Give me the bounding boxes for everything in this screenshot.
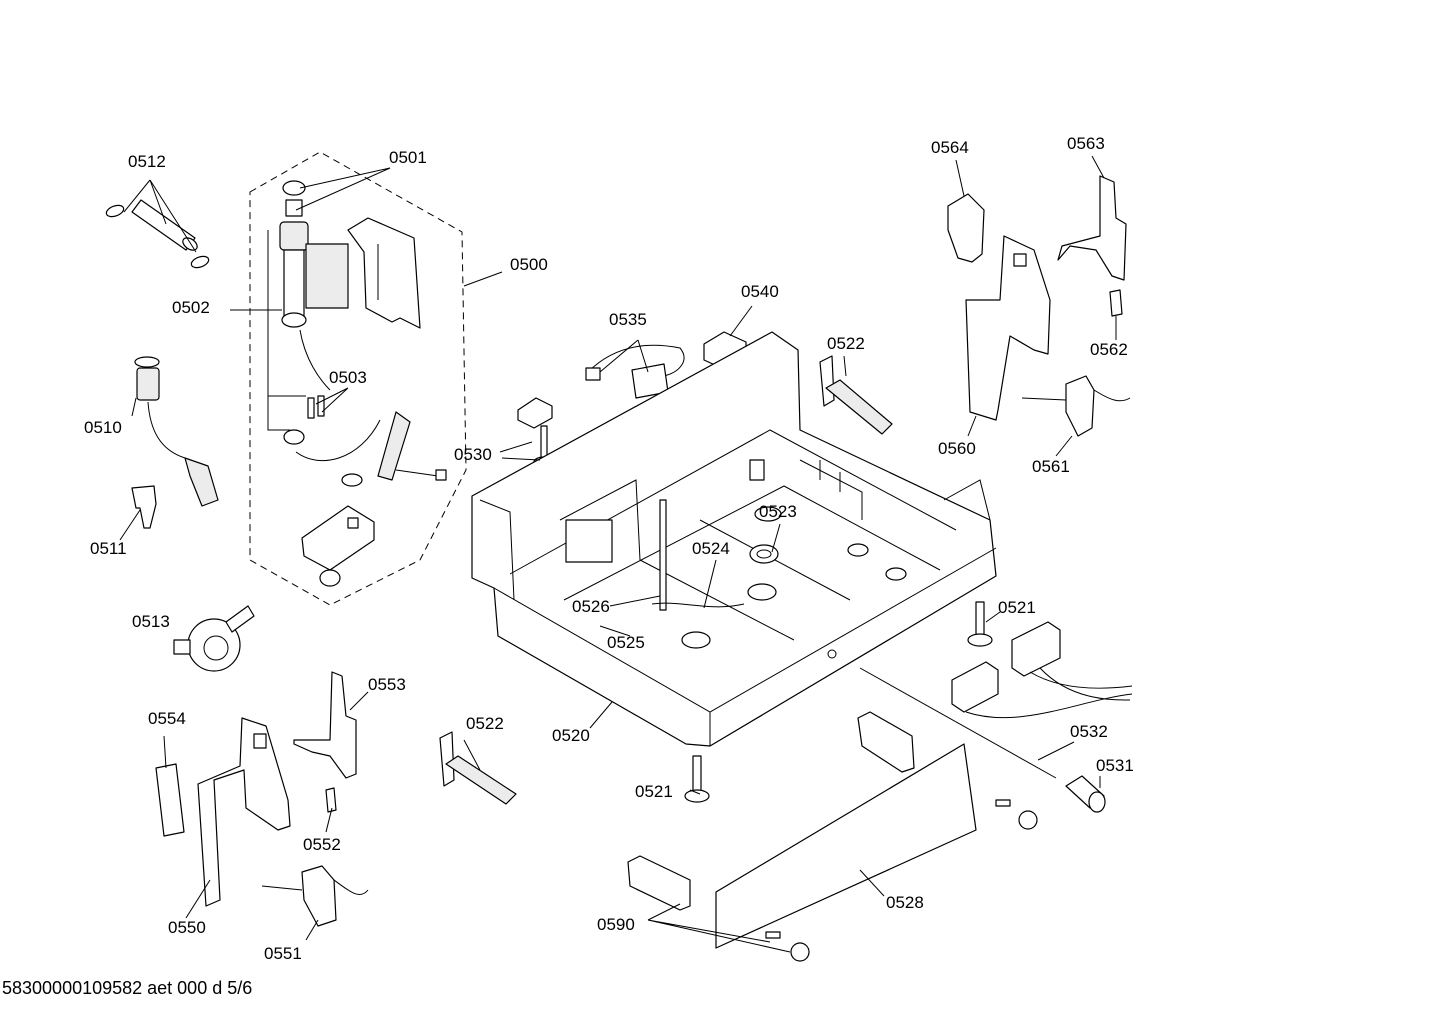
label-0561: 0561 [1032, 457, 1070, 476]
part-0521-foot-bottom [684, 755, 710, 803]
label-0522-left: 0522 [466, 714, 504, 733]
label-0513: 0513 [132, 612, 170, 631]
label-0562: 0562 [1090, 340, 1128, 359]
label-0532: 0532 [1070, 722, 1108, 741]
part-0590-screw-cap [765, 931, 810, 962]
label-0525: 0525 [607, 633, 645, 652]
label-0521-bottom: 0521 [635, 782, 673, 801]
part-0524-wire [651, 602, 745, 608]
part-0528-panel [715, 743, 977, 949]
label-0552: 0552 [303, 835, 341, 854]
part-screw-cap-right [995, 799, 1038, 830]
part-0531-knob [1065, 775, 1106, 813]
part-0590-bracket [627, 855, 691, 911]
part-cable-harness [951, 621, 1133, 719]
part-0561-switch [1021, 375, 1131, 437]
part-0564-bracket [947, 193, 985, 263]
label-0553: 0553 [368, 675, 406, 694]
part-bracket [301, 505, 375, 587]
label-0550: 0550 [168, 918, 206, 937]
part-0522-spring-left [439, 731, 517, 805]
label-0500: 0500 [510, 255, 548, 274]
part-0560-bracket [965, 235, 1051, 421]
part-nut [283, 429, 305, 445]
label-0502: 0502 [172, 298, 210, 317]
label-0501: 0501 [389, 148, 427, 167]
label-0528: 0528 [886, 893, 924, 912]
part-0521-foot-right [967, 601, 993, 647]
label-0530: 0530 [454, 445, 492, 464]
label-0526: 0526 [572, 597, 610, 616]
part-0502-valve-assembly [279, 180, 421, 391]
part-0551-switch [261, 865, 369, 927]
part-0563-bracket [1057, 175, 1127, 281]
part-0511-clip [131, 485, 157, 529]
label-0531: 0531 [1096, 756, 1134, 775]
label-0510: 0510 [84, 418, 122, 437]
label-0503: 0503 [329, 368, 367, 387]
part-panel-bracket [857, 711, 915, 773]
label-0511: 0511 [90, 539, 127, 558]
label-0564: 0564 [931, 138, 969, 157]
label-0551: 0551 [264, 944, 302, 963]
document-code: 58300000109582 aet 000 d 5/6 [2, 978, 253, 998]
part-0522-spring-right [819, 355, 893, 435]
part-0562-clip [1109, 289, 1123, 317]
part-0552-clip [325, 787, 337, 813]
label-0512: 0512 [128, 152, 166, 171]
part-0532-rod [859, 667, 1057, 779]
part-0553-bracket [293, 671, 357, 779]
label-0524: 0524 [692, 539, 730, 558]
label-0521-right: 0521 [998, 598, 1036, 617]
label-0560: 0560 [938, 439, 976, 458]
label-0563: 0563 [1067, 134, 1105, 153]
leader-lines [119, 155, 1117, 953]
label-0540: 0540 [741, 282, 779, 301]
part-0550-bracket [197, 717, 291, 907]
assembly-group-outline [249, 151, 467, 606]
part-0503-connectors [307, 395, 325, 419]
part-0520-base-tray [471, 331, 997, 747]
part-0554-cover [155, 763, 185, 837]
part-0512-hose [105, 199, 210, 269]
part-0510-hose [134, 356, 219, 507]
label-0554: 0554 [148, 709, 186, 728]
label-0523: 0523 [759, 502, 797, 521]
part-0523-rings [749, 506, 782, 564]
label-0522-right: 0522 [827, 334, 865, 353]
part-outlet-hose [295, 411, 447, 487]
label-0535: 0535 [609, 310, 647, 329]
part-0513-pump [173, 605, 255, 672]
part-labels: 0512 0501 0500 0502 0503 0510 0511 0513 … [84, 134, 1134, 963]
label-0590: 0590 [597, 915, 635, 934]
label-0520: 0520 [552, 726, 590, 745]
